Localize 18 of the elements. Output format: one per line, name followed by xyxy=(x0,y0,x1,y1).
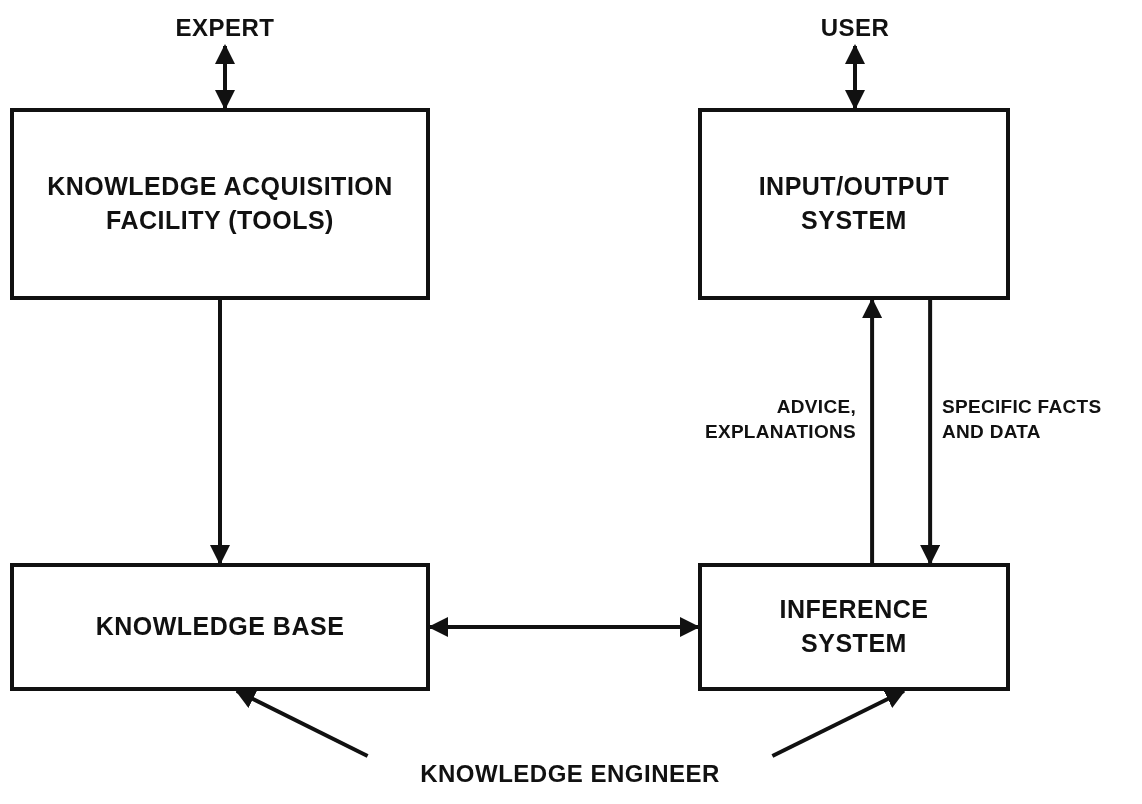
actor-label: KNOWLEDGE ENGINEER xyxy=(350,756,790,792)
arrow xyxy=(845,44,865,110)
actor-label: USER xyxy=(800,10,910,46)
box-label: KNOWLEDGE ACQUISITION FACILITY (TOOLS) xyxy=(46,171,394,236)
arrow xyxy=(862,298,883,563)
process-box xyxy=(698,563,1010,691)
box-label: INFERENCE SYSTEM xyxy=(778,594,930,659)
box-label: KNOWLEDGE BASE xyxy=(94,611,346,643)
arrow xyxy=(210,300,230,565)
process-box xyxy=(10,108,430,300)
process-box xyxy=(10,563,430,691)
box-label: INPUT/OUTPUT SYSTEM xyxy=(757,171,951,236)
arrow xyxy=(771,689,906,758)
actor-label: EXPERT xyxy=(160,10,290,46)
arrow xyxy=(215,44,235,110)
process-box xyxy=(698,108,1010,300)
arrow xyxy=(235,689,369,758)
arrow xyxy=(920,300,941,565)
